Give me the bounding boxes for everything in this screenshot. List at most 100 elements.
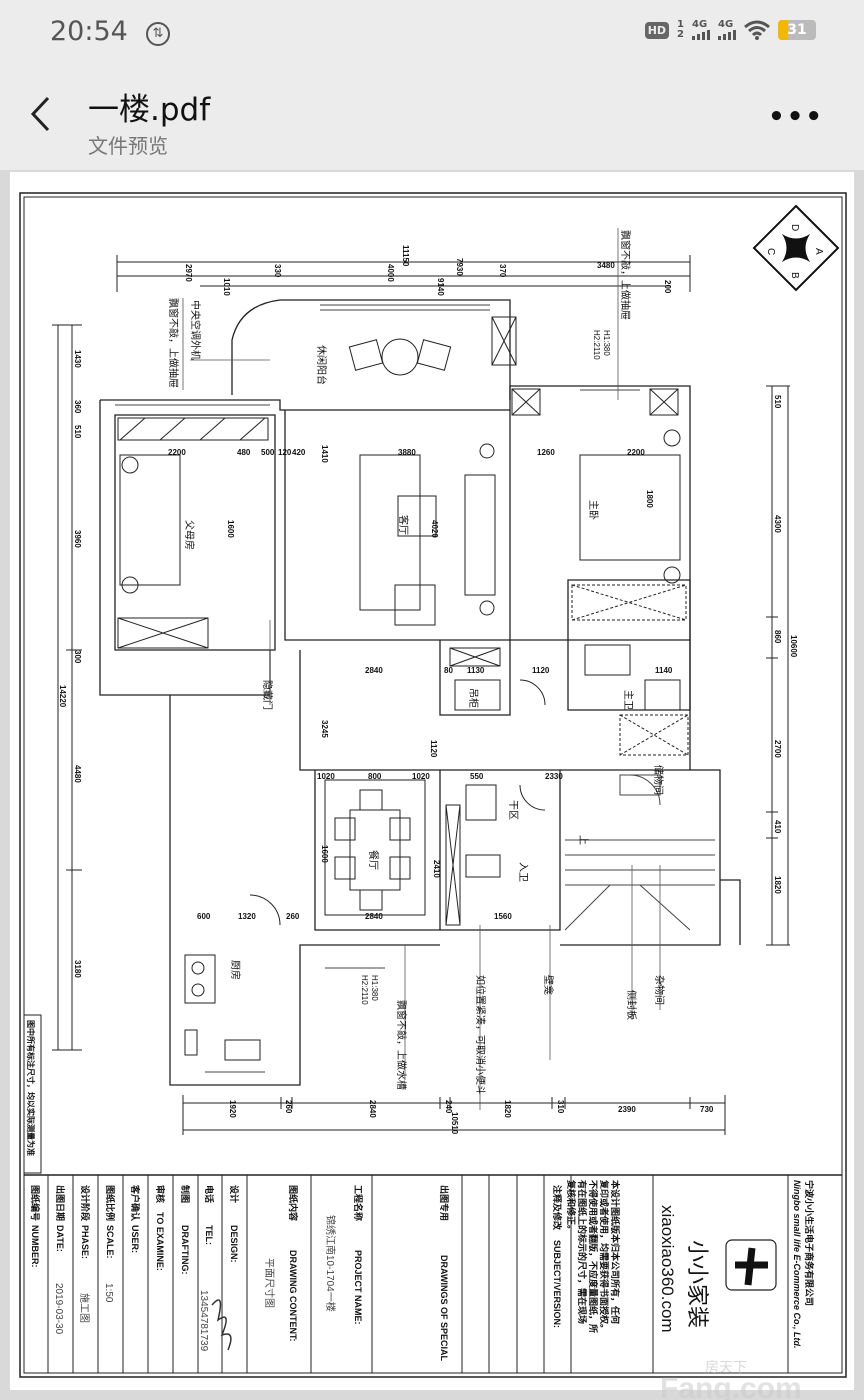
drawing-text: 客户确认 xyxy=(130,1184,141,1222)
drawing-text: 260 xyxy=(284,1100,293,1114)
drawing-text: 550 xyxy=(470,772,484,781)
drawing-text: A xyxy=(813,248,824,255)
room-label: 厨房 xyxy=(229,960,242,980)
drawing-text: 2410 xyxy=(432,860,441,878)
drawing-text: 510 xyxy=(73,425,82,439)
room-label: 干区 xyxy=(507,800,519,820)
drawing-text: C xyxy=(765,248,776,255)
drawing-text: 1320 xyxy=(238,912,256,921)
drawing-text: USER: xyxy=(130,1225,140,1253)
title-block: 图纸编号 NUMBER: 出图日期 DATE: 2019-03-30 设计阶段 … xyxy=(30,1179,815,1362)
drawing-text: 3960 xyxy=(73,530,82,548)
file-subtitle: 文件预览 xyxy=(88,134,168,158)
drawing-text: 图纸编号 xyxy=(30,1185,41,1221)
drawing-text: 10510 xyxy=(450,1112,459,1135)
drawing-text: 2200 xyxy=(627,448,645,457)
drawing-text: 复印或者使用，均需要获得书面授权。 xyxy=(599,1179,610,1333)
drawing-text: xiaoxiao360.com xyxy=(658,1205,677,1333)
drawing-text: DRAWING CONTENT: xyxy=(288,1250,298,1342)
drawing-text: Ningbo small life E-Commerce Co., Ltd. xyxy=(792,1180,802,1349)
drawing-text: 2019-03-30 xyxy=(53,1283,64,1335)
room-label: 主卧 xyxy=(587,500,600,520)
title-block-dividers xyxy=(47,1175,789,1373)
drawing-text: 1020 xyxy=(412,772,430,781)
drawing-text: 600 xyxy=(197,912,211,921)
hd-voice-icon: HD xyxy=(644,21,670,39)
drawing-text: 出图专用 xyxy=(439,1185,450,1221)
drawing-text: 飘窗不敲，上做抽屉 xyxy=(167,298,180,388)
drawing-text: 1:50 xyxy=(103,1283,114,1303)
drawing-text: 飘窗不敲，上做抽屉 xyxy=(619,230,632,320)
drawing-text: 2700 xyxy=(773,740,782,758)
drawing-text: 1430 xyxy=(73,350,82,368)
drawing-text: 480 xyxy=(237,448,251,457)
drawing-text: 7930 xyxy=(455,258,464,276)
drawing-text: 1130 xyxy=(467,666,485,675)
drawing-text: 审核 xyxy=(155,1185,166,1203)
drawing-text: 4020 xyxy=(430,520,439,538)
drawing-text: 1410 xyxy=(320,445,329,463)
drawing-text: DRAFTING: xyxy=(180,1225,190,1275)
drawing-text: 隐藏门 xyxy=(261,680,274,710)
pdf-page xyxy=(10,172,854,1390)
drawing-text: 330 xyxy=(273,264,282,278)
more-options-button[interactable]: ••• xyxy=(768,102,824,132)
drawing-text: 13454781739 xyxy=(198,1290,209,1352)
drawing-text: 1120 xyxy=(429,740,438,758)
back-button[interactable] xyxy=(28,94,52,141)
dimension-labels: 11150 2970 1010 330 4000 9140 7930 370 3… xyxy=(58,245,798,1135)
drawing-text: 3880 xyxy=(398,448,416,457)
app-header: 一楼.pdf 文件预览 ••• xyxy=(0,70,864,170)
drawing-text: 510 xyxy=(773,395,782,409)
drawing-text: 80 xyxy=(444,666,453,675)
room-labels: 父母房 客厅 主卧 休闲阳台 主卫 吊柜 餐厅 厨房 干区 储物间 入卫 xyxy=(183,345,665,980)
drawing-text: 制图 xyxy=(180,1185,191,1203)
drawing-text: NUMBER: xyxy=(30,1225,40,1268)
drawing-text: 3245 xyxy=(320,720,329,738)
drawing-text: SUBJECT/VERSION: xyxy=(552,1240,562,1328)
file-title: 一楼.pdf xyxy=(88,92,211,128)
room-label: 客厅 xyxy=(397,515,410,535)
drawing-text: TEL: xyxy=(204,1225,214,1245)
drawing-text: 平面尺寸图 xyxy=(263,1258,276,1308)
drawing-text: 房天下 xyxy=(705,1359,747,1375)
drawing-text: 2840 xyxy=(365,912,383,921)
drawing-text: PHASE: xyxy=(80,1225,90,1259)
drawing-text: 施工图 xyxy=(78,1293,91,1323)
drawing-text: 宁波小小生活电子商务有限公司 xyxy=(804,1180,815,1306)
watermark: 房天下 Fang.com xyxy=(660,1359,802,1400)
drawing-text: 1820 xyxy=(503,1100,512,1118)
signal-icon-2: 4G xyxy=(718,20,736,40)
drawing-text: 不得使用或者翻版，不应度量图纸，所 xyxy=(588,1180,599,1333)
drawing-text: 中央空调外机 xyxy=(189,300,202,360)
drawing-text: 1260 xyxy=(537,448,555,457)
drawing-text: 3480 xyxy=(597,261,615,270)
side-note: 图中所有标注尺寸，均以实际测量为准 xyxy=(26,1020,36,1156)
drawing-text: SCALE: xyxy=(105,1225,115,1259)
wifi-icon xyxy=(744,20,770,40)
drawing-text: D xyxy=(789,224,800,231)
drawing-text: 10600 xyxy=(789,635,798,658)
drawing-text: 本设计图纸版本归本公司所有，任何 xyxy=(610,1180,621,1324)
drawing-text: 1600 xyxy=(320,845,329,863)
signal-icon-1: 4G xyxy=(692,20,710,40)
drawing-text: 360 xyxy=(73,400,82,414)
drawing-text: 11150 xyxy=(401,245,410,267)
drawing-text: 侧封板 xyxy=(625,990,638,1020)
drawing-text: 200 xyxy=(663,280,672,294)
drawing-text: 420 xyxy=(292,448,306,457)
drawing-text: PROJECT NAME: xyxy=(353,1250,363,1325)
drawing-text: 有在图纸上的标示的尺寸，需在现场 xyxy=(577,1180,588,1324)
drawing-text: 730 xyxy=(700,1105,714,1114)
drawing-text: 1140 xyxy=(655,666,673,675)
drawing-text: 1010 xyxy=(222,278,231,296)
drawing-text: H2:2110 xyxy=(360,975,369,1005)
room-label: 储物间 xyxy=(652,765,665,795)
drawing-text: 出图日期 xyxy=(55,1185,66,1221)
drawing-text: 上 xyxy=(577,835,589,845)
drawing-text: H1:380 xyxy=(602,330,611,356)
drawing-text: Fang.com xyxy=(660,1372,802,1400)
drawing-text: 设计 xyxy=(229,1185,240,1203)
